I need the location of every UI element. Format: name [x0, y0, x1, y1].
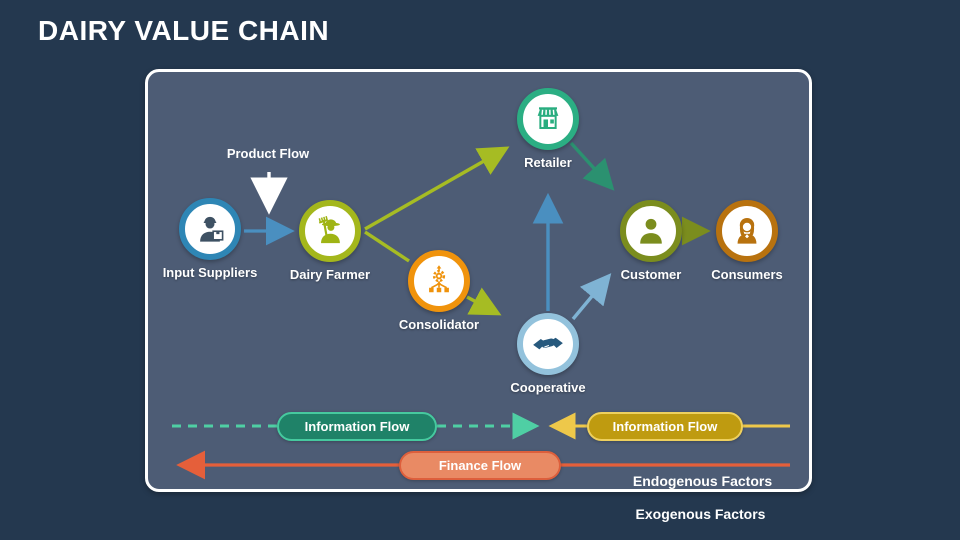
- information-flow-badge-left: Information Flow: [277, 412, 437, 441]
- finance-flow-badge: Finance Flow: [399, 451, 561, 480]
- node-input-suppliers: Input Suppliers: [140, 198, 280, 280]
- node-label: Input Suppliers: [162, 265, 258, 280]
- handshake-icon: [533, 337, 563, 350]
- retailer-circle: [517, 88, 579, 150]
- customer-circle: [620, 200, 682, 262]
- endogenous-factors-label: Endogenous Factors: [632, 473, 773, 489]
- consumers-circle: [716, 200, 778, 262]
- farmer-icon: [318, 215, 340, 244]
- exogenous-factors-label: Exogenous Factors: [635, 506, 766, 522]
- node-customer: Customer: [581, 200, 721, 282]
- cooperative-circle: [517, 313, 579, 375]
- node-label: Consolidator: [398, 317, 480, 332]
- node-consolidator: Consolidator: [369, 250, 509, 332]
- node-consumers: Consumers: [677, 200, 817, 282]
- node-label: Cooperative: [510, 380, 586, 395]
- dairy-farmer-circle: [299, 200, 361, 262]
- delivery-person-icon: [200, 216, 224, 242]
- node-label: Dairy Farmer: [289, 267, 371, 282]
- input-suppliers-circle: [179, 198, 241, 260]
- node-label: Consumers: [711, 267, 783, 282]
- product-flow-label: Product Flow: [226, 146, 310, 161]
- node-retailer: Retailer: [478, 88, 618, 170]
- woman-icon: [737, 217, 757, 244]
- node-label: Retailer: [524, 155, 572, 170]
- page-title: DAIRY VALUE CHAIN: [38, 15, 330, 46]
- node-dairy-farmer: Dairy Farmer: [260, 200, 400, 282]
- node-cooperative: Cooperative: [478, 313, 618, 395]
- node-label: Customer: [620, 267, 682, 282]
- consolidator-circle: [408, 250, 470, 312]
- storefront-icon: [537, 107, 559, 129]
- information-flow-badge-right: Information Flow: [587, 412, 743, 441]
- distribution-gear-icon: [429, 265, 449, 293]
- person-icon: [640, 218, 662, 244]
